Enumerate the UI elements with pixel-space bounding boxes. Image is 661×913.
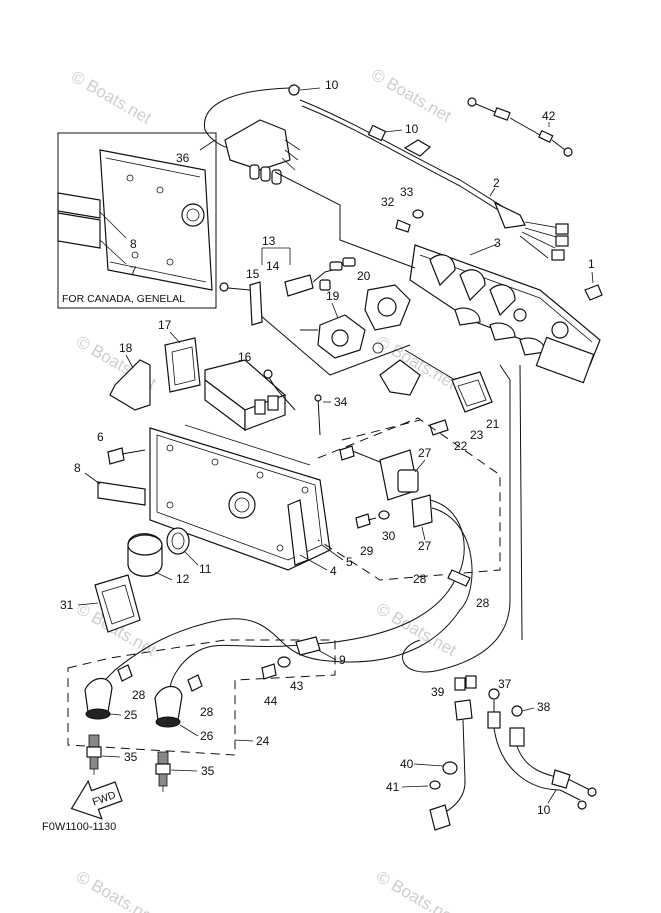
ht-lead-a: [169, 499, 465, 691]
callout-40: 40: [400, 757, 414, 771]
ht-lead-b: [99, 507, 473, 686]
callout-10-bottom: 10: [537, 803, 551, 817]
callout-16: 16: [238, 350, 252, 364]
watermark: © Boats.net: [373, 599, 460, 660]
watermark: © Boats.net: [73, 867, 160, 913]
cap-group: 11 12: [127, 527, 212, 586]
callout-28-b: 28: [476, 596, 490, 610]
callout-28-a: 28: [413, 572, 427, 586]
callout-35-a: 35: [124, 750, 138, 764]
fuse-holder-group: 13 14 15: [219, 234, 356, 326]
callout-1: 1: [588, 257, 595, 271]
callout-18: 18: [119, 341, 133, 355]
callout-41: 41: [386, 780, 400, 794]
callout-2: 2: [493, 176, 500, 190]
bolt-6: 6: [97, 430, 146, 465]
plug-caps: 25 26 28 28 24: [84, 664, 270, 748]
callout-38: 38: [537, 700, 551, 714]
bracket-17-18: 17 18: [109, 318, 201, 411]
callout-28-c: 28: [132, 688, 146, 702]
watermark: © Boats.net: [68, 67, 155, 128]
callout-35-b: 35: [201, 764, 215, 778]
callout-9: 9: [339, 653, 346, 667]
callout-42: 42: [542, 109, 556, 123]
callout-4: 4: [330, 564, 337, 578]
callout-8-inset: 8: [130, 237, 137, 251]
dashed-group-upper: [317, 417, 501, 581]
right-cable-b: [519, 364, 523, 641]
leader-harness: [274, 171, 416, 269]
callout-39: 39: [431, 685, 445, 699]
right-cable-a: [402, 364, 511, 673]
inset-note: FOR CANADA, GENELAL: [62, 293, 185, 305]
grommet: [228, 491, 256, 519]
clamp-28-right: 28 28: [413, 569, 490, 610]
callout-17: 17: [158, 318, 172, 332]
callout-21: 21: [486, 417, 500, 431]
inset-canada-general: 8 7 FOR CANADA, GENELAL: [57, 132, 217, 309]
callout-6: 6: [97, 430, 104, 444]
inset-grommet: [181, 203, 205, 227]
callout-5: 5: [346, 555, 353, 569]
relay-group: 19 20: [300, 269, 411, 359]
dashed-leader: [341, 419, 421, 441]
inset-label-8: [57, 192, 101, 219]
callout-30: 30: [382, 529, 396, 543]
wire-harness-top: 10 36 10 2 42: [176, 78, 573, 261]
label-8: 8: [74, 461, 146, 506]
callout-11: 11: [199, 562, 212, 576]
callout-8: 8: [74, 461, 81, 475]
callout-24: 24: [256, 734, 270, 748]
callout-33: 33: [400, 185, 414, 199]
callout-37: 37: [498, 677, 512, 691]
callout-32: 32: [381, 195, 395, 209]
leader-box: [259, 314, 411, 376]
spark-plugs: 35 35: [86, 734, 215, 792]
dashed-group-lower: [67, 639, 336, 756]
coil-group: 21 22 23: [379, 349, 500, 453]
inset-cover: [99, 149, 213, 291]
bolt-43-44: 43 44: [261, 656, 304, 708]
switch-37-38: 37 38 10: [487, 677, 597, 817]
tube-9: 9: [295, 636, 346, 667]
callout-27-top: 27: [418, 446, 432, 460]
callout-23: 23: [470, 428, 484, 442]
callout-3: 3: [494, 236, 501, 250]
callout-15: 15: [246, 267, 260, 281]
callout-10-mid: 10: [405, 122, 419, 136]
fwd-arrow: FWD: [70, 779, 123, 820]
switch-39-41: 39 40 41: [386, 675, 477, 831]
callout-10-top: 10: [325, 78, 339, 92]
callout-25: 25: [124, 708, 138, 722]
callout-27-bottom: 27: [418, 539, 432, 553]
callout-44: 44: [264, 694, 278, 708]
electrical-bracket: 3 32 33 1: [381, 185, 603, 384]
callout-34: 34: [334, 395, 348, 409]
connector-31: 31: [60, 574, 141, 633]
electrical-box-main: 4 5: [149, 424, 353, 578]
callout-20: 20: [357, 269, 371, 283]
callout-13: 13: [262, 234, 276, 248]
watermark: © Boats.net: [368, 65, 455, 126]
callout-43: 43: [290, 679, 304, 693]
callout-7-inset: 7: [130, 264, 137, 278]
callout-28-d: 28: [200, 705, 214, 719]
watermark: © Boats.net: [373, 867, 460, 913]
callout-14: 14: [266, 259, 280, 273]
callout-36: 36: [176, 151, 190, 165]
callout-26: 26: [200, 729, 214, 743]
bolt-34: 34: [314, 394, 348, 436]
diagram-code: F0W1100-1130: [42, 821, 116, 833]
callout-22: 22: [454, 439, 468, 453]
callout-19: 19: [326, 289, 340, 303]
callout-31: 31: [60, 598, 74, 612]
ignition-coil-27: 27 27 29 30: [339, 445, 433, 558]
cdi-unit: 16: [204, 350, 296, 432]
callout-12: 12: [176, 572, 190, 586]
callout-29: 29: [360, 544, 374, 558]
inset-label-7: [57, 212, 101, 249]
